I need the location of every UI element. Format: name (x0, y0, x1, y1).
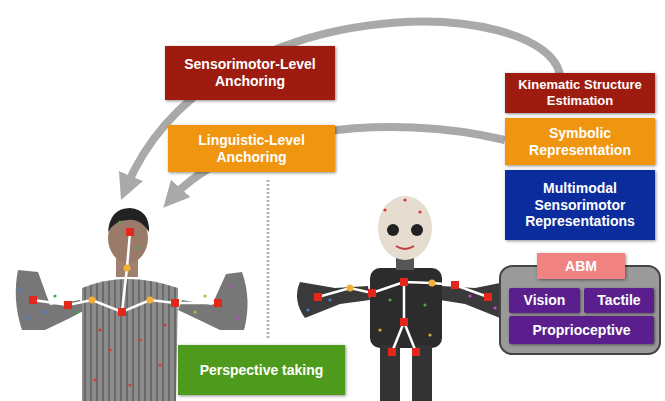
divider-line (267, 180, 270, 340)
anchoring-arrow (126, 22, 560, 188)
process-box: Kinematic Structure Estimation (505, 73, 655, 113)
box-label: ABM (565, 258, 597, 275)
box-label: Vision (524, 292, 566, 309)
process-box: Multimodal Sensorimotor Representations (505, 170, 655, 240)
box-label: Tactile (597, 292, 640, 309)
box-label: Multimodal Sensorimotor Representations (510, 180, 650, 230)
box-label: Perspective taking (200, 362, 324, 379)
anchoring-box: Sensorimotor-Level Anchoring (165, 46, 335, 100)
box-label: Symbolic Representation (510, 125, 650, 159)
memory-box: ABM (537, 253, 625, 279)
process-box: Symbolic Representation (505, 118, 655, 165)
box-label: Linguistic-Level Anchoring (173, 132, 330, 166)
modality-box: Tactile (584, 288, 654, 313)
process-box: Perspective taking (178, 345, 345, 395)
box-label: Kinematic Structure Estimation (510, 77, 650, 108)
modality-box: Proprioceptive (509, 316, 654, 344)
anchoring-arrow (172, 127, 505, 198)
box-label: Proprioceptive (532, 322, 630, 339)
sensor-panel (500, 266, 660, 354)
box-label: Sensorimotor-Level Anchoring (170, 56, 330, 90)
anchoring-box: Linguistic-Level Anchoring (168, 125, 335, 172)
modality-box: Vision (509, 288, 580, 313)
